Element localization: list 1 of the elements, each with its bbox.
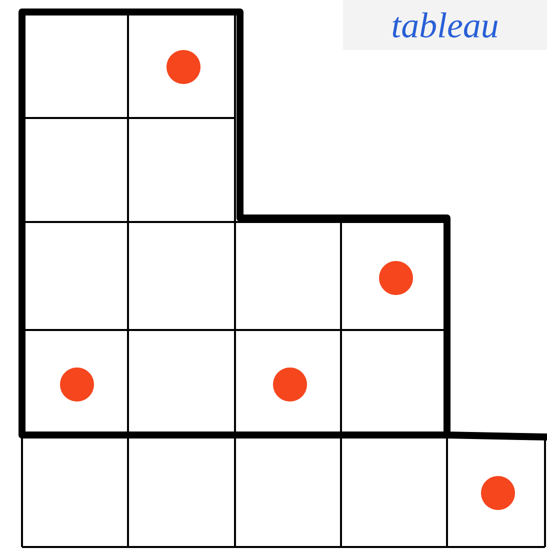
- handwritten-label: tableau: [343, 0, 547, 50]
